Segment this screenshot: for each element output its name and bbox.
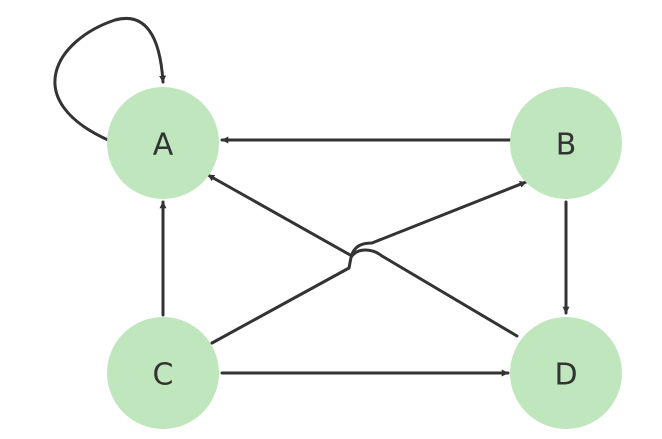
edge-d-to-a — [206, 173, 519, 338]
node-b-circle — [510, 87, 622, 199]
node-a: A — [107, 87, 219, 199]
node-b: B — [510, 87, 622, 199]
node-b-label: B — [556, 128, 577, 163]
node-d-label: D — [554, 358, 577, 393]
edges-layer — [53, 17, 570, 377]
node-d: D — [510, 317, 622, 429]
node-c-label: C — [153, 358, 174, 393]
node-a-label: A — [153, 128, 174, 163]
node-a-circle — [107, 87, 219, 199]
node-d-circle — [510, 317, 622, 429]
edge-c-to-b — [210, 180, 528, 345]
nodes-layer: A B C D — [107, 87, 622, 429]
node-c-circle — [107, 317, 219, 429]
edge-a-to-a — [53, 17, 167, 142]
node-c: C — [107, 317, 219, 429]
